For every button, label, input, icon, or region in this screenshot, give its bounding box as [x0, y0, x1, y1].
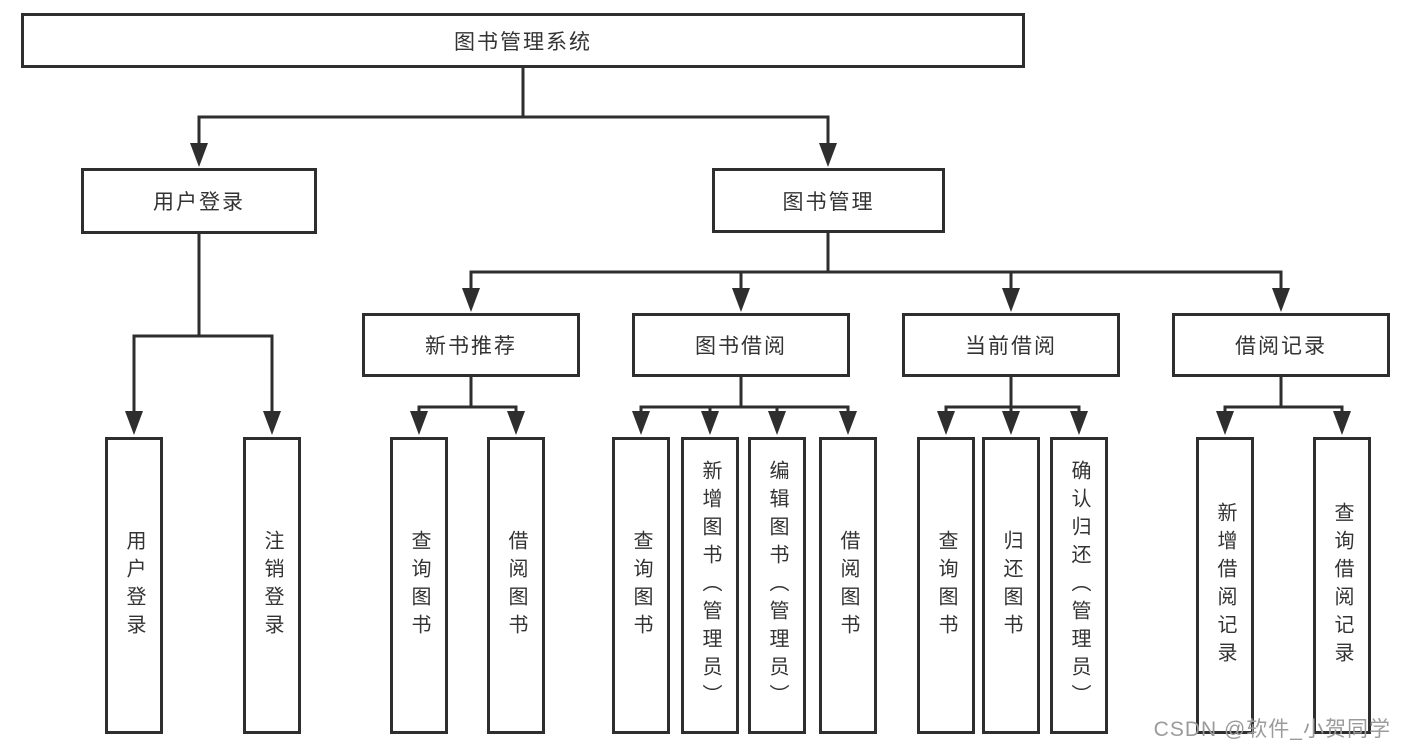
- connector-borrowrec-to-leaves: [1216, 377, 1351, 435]
- leaf-logout-label: 注销登录: [261, 529, 283, 642]
- node-new-book-recommend-label: 新书推荐: [425, 335, 517, 358]
- node-book-management-label: 图书管理: [782, 190, 875, 214]
- connector-curborrow-to-leaves: [937, 377, 1088, 435]
- leaf-query-books-borrow-label: 查询图书: [630, 529, 652, 642]
- leaf-borrow-books-recommend-label: 借阅图书: [505, 529, 527, 642]
- leaf-query-books-borrow: 查询图书: [612, 437, 670, 734]
- node-user-login: 用户登录: [81, 168, 317, 234]
- connector-root-to-level2: [190, 68, 837, 167]
- leaf-borrow-books: 借阅图书: [819, 437, 877, 734]
- leaf-user-login: 用户登录: [105, 437, 163, 734]
- leaf-confirm-return-admin-label: 确认归还（管理员）: [1068, 459, 1090, 712]
- node-borrow-records: 借阅记录: [1172, 313, 1390, 377]
- leaf-query-books-current-label: 查询图书: [935, 529, 957, 642]
- leaf-add-borrow-record-label: 新增借阅记录: [1214, 501, 1236, 670]
- node-book-borrow-label: 图书借阅: [695, 335, 787, 358]
- node-root-label: 图书管理系统: [454, 30, 592, 54]
- leaf-confirm-return-admin: 确认归还（管理员）: [1050, 437, 1108, 734]
- leaf-edit-book-admin-label: 编辑图书（管理员）: [766, 459, 788, 712]
- node-current-borrow-label: 当前借阅: [965, 335, 1057, 358]
- leaf-borrow-books-recommend: 借阅图书: [487, 437, 545, 734]
- node-borrow-records-label: 借阅记录: [1235, 335, 1327, 358]
- connector-userlogin-to-leaves: [125, 234, 281, 435]
- node-book-borrow: 图书借阅: [632, 313, 850, 377]
- node-root: 图书管理系统: [21, 13, 1025, 68]
- connector-newbook-to-leaves: [410, 377, 525, 435]
- leaf-query-books-current: 查询图书: [917, 437, 975, 734]
- leaf-return-book-label: 归还图书: [1000, 529, 1022, 642]
- leaf-borrow-books-label: 借阅图书: [837, 529, 859, 642]
- leaf-query-books-recommend-label: 查询图书: [408, 529, 430, 642]
- node-user-login-label: 用户登录: [153, 191, 245, 214]
- connector-bookmgmt-to-level3: [462, 233, 1290, 312]
- node-new-book-recommend: 新书推荐: [362, 313, 580, 377]
- leaf-query-books-recommend: 查询图书: [390, 437, 448, 734]
- node-current-borrow: 当前借阅: [902, 313, 1120, 377]
- leaf-user-login-label: 用户登录: [123, 529, 145, 642]
- leaf-query-borrow-record: 查询借阅记录: [1313, 437, 1371, 734]
- connector-bookborrow-to-leaves: [632, 377, 857, 435]
- leaf-add-book-admin: 新增图书（管理员）: [681, 437, 739, 734]
- leaf-return-book: 归还图书: [982, 437, 1040, 734]
- node-book-management: 图书管理: [712, 168, 945, 233]
- leaf-add-borrow-record: 新增借阅记录: [1196, 437, 1254, 734]
- leaf-edit-book-admin: 编辑图书（管理员）: [748, 437, 806, 734]
- leaf-query-borrow-record-label: 查询借阅记录: [1331, 501, 1353, 670]
- leaf-logout: 注销登录: [243, 437, 301, 734]
- watermark-text: CSDN @软件_小贺同学: [1153, 718, 1391, 741]
- leaf-add-book-admin-label: 新增图书（管理员）: [699, 459, 721, 712]
